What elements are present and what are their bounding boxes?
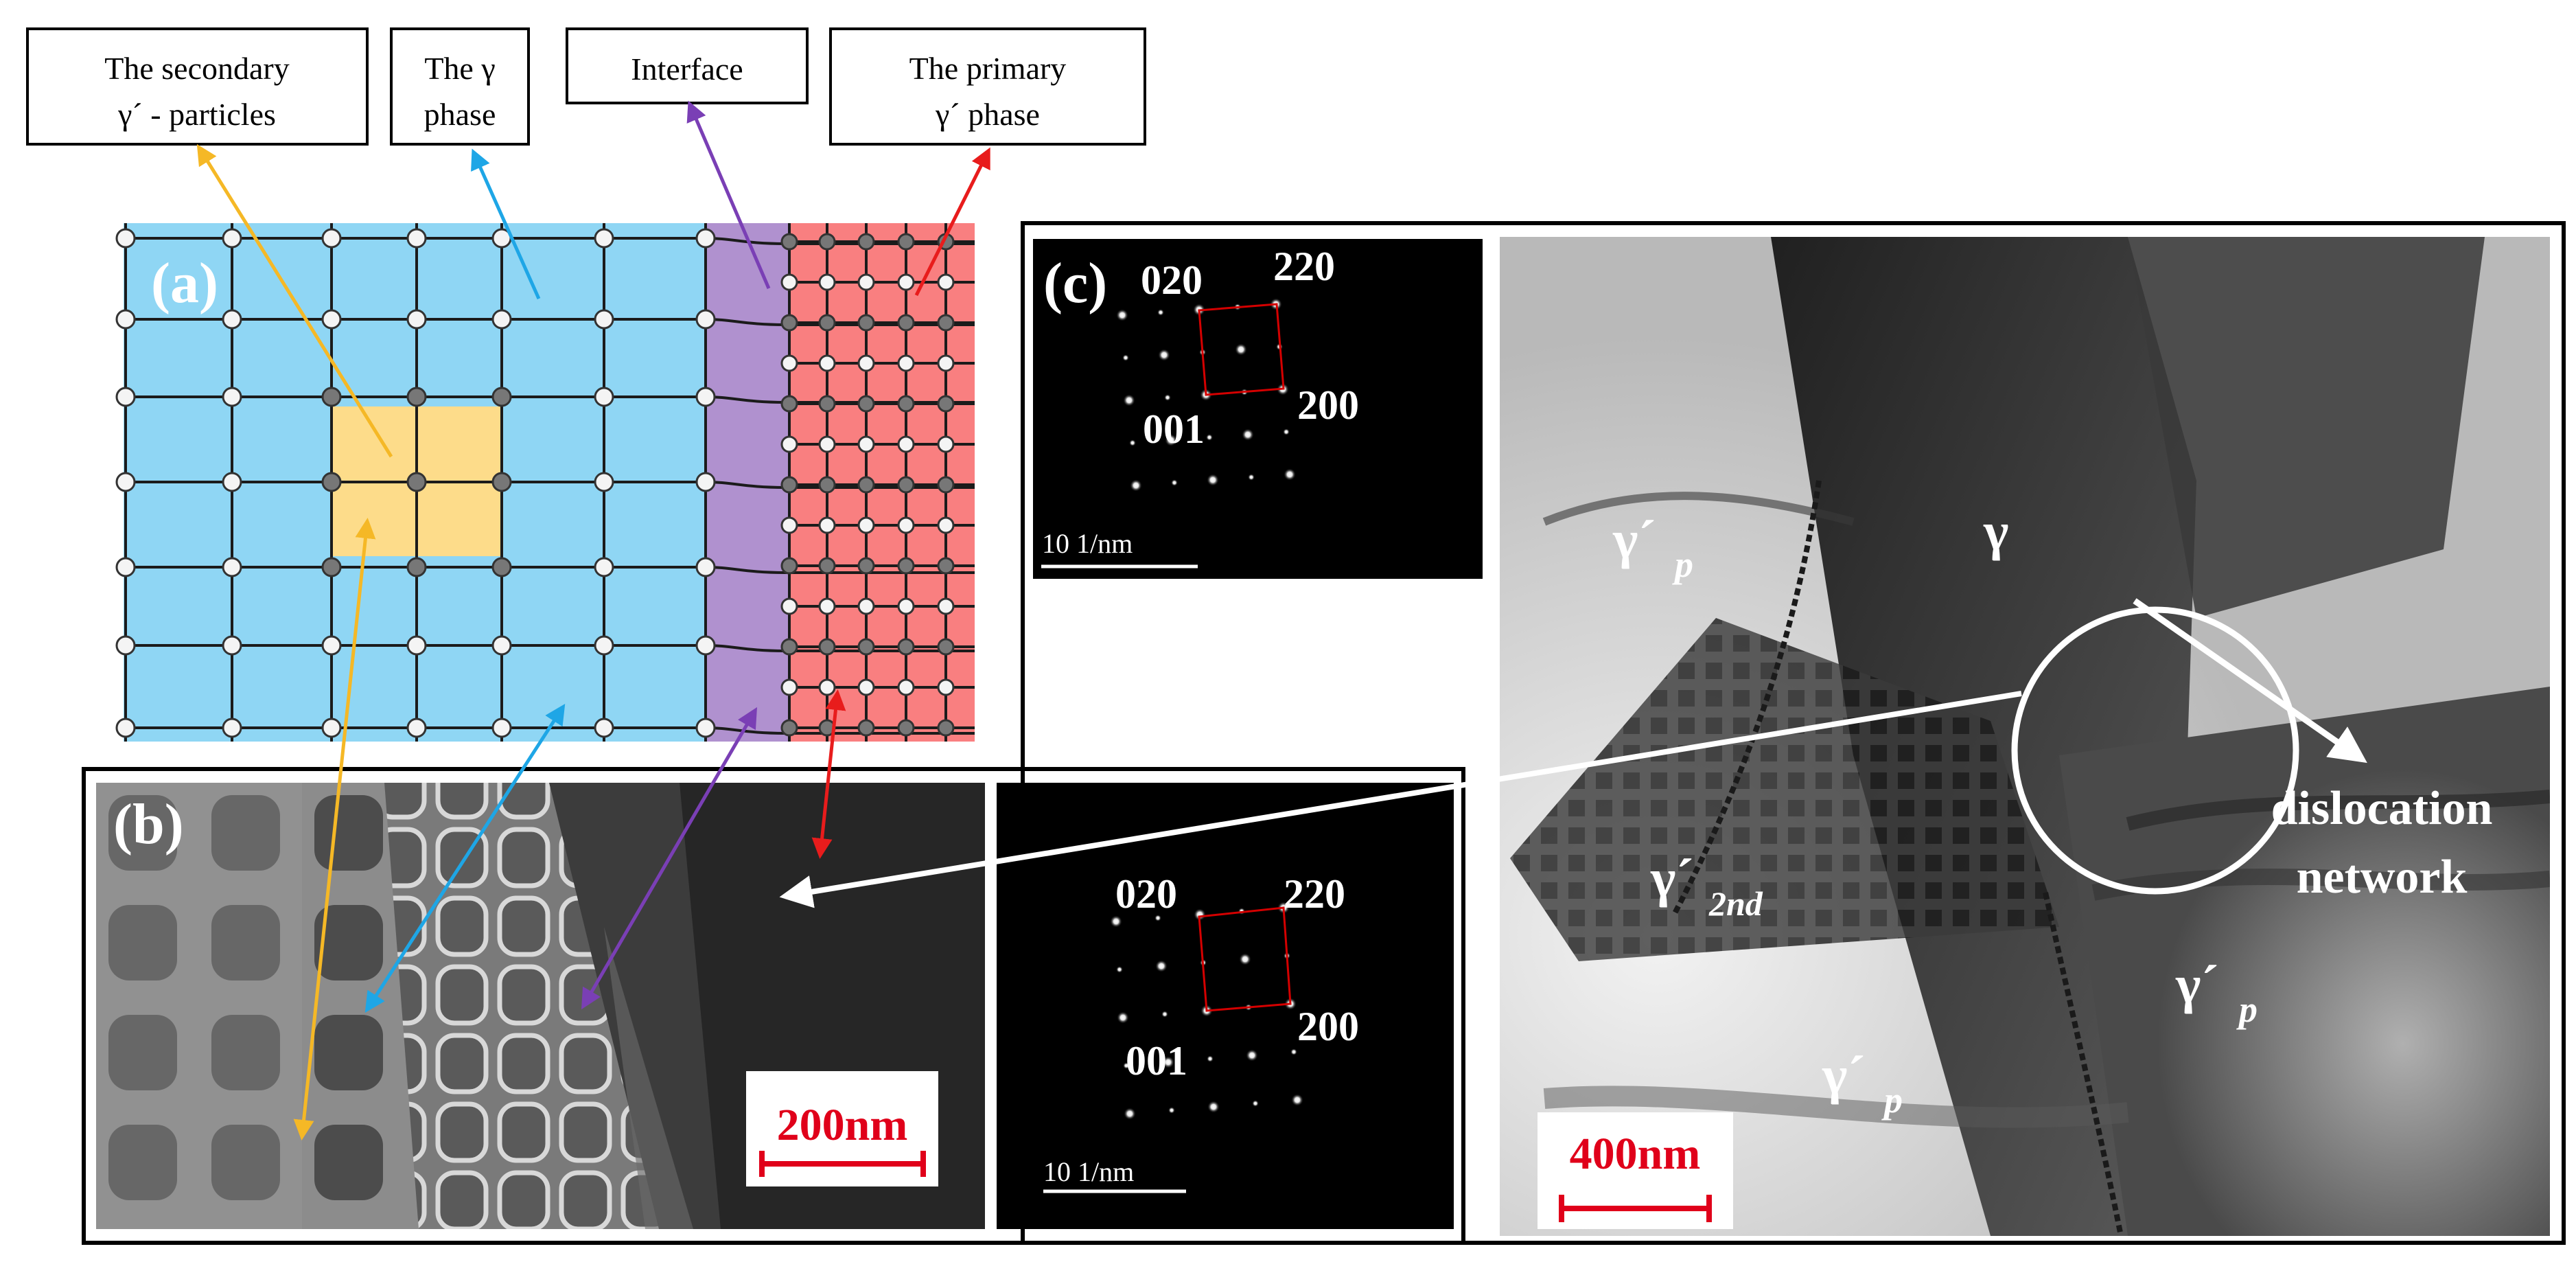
svg-text:phase: phase (424, 97, 496, 132)
arrows-interface (581, 100, 771, 1010)
panel-c: 020 220 001 200 10 1/nm (c) γ γ´ p γ´ (1021, 221, 2566, 1245)
tem-gp-right: γ´ p (2175, 954, 2258, 1030)
svg-text:p: p (1672, 544, 1693, 585)
saed-c-001: 001 (1143, 406, 1205, 452)
tem-gp-2nd: γ´ 2nd (1650, 848, 1763, 923)
label-primary-phase: The primary γ´ phase (829, 27, 1146, 146)
svg-text:The secondary: The secondary (104, 51, 290, 86)
tem-gp-bottom: γ´ p (1822, 1045, 1903, 1121)
tem-gamma-label: γ (1983, 501, 2009, 561)
magnified-circle (2011, 606, 2299, 895)
svg-text:γ´: γ´ (1650, 848, 1693, 908)
tem-image (1500, 237, 2550, 1236)
panel-a-schematic (115, 223, 975, 742)
svg-text:p: p (1881, 1079, 1903, 1121)
tem-dislocation-label: dislocation network (2271, 782, 2493, 904)
saed-b-200: 200 (1297, 1004, 1359, 1049)
saed-b-220: 220 (1284, 871, 1345, 917)
panel-b: 020 220 001 200 10 1/nm 200nm (82, 767, 1465, 1245)
svg-text:Interface: Interface (631, 51, 743, 87)
svg-text:The γ: The γ (424, 51, 495, 86)
saed-b-001: 001 (1126, 1038, 1187, 1083)
svg-text:p: p (2236, 989, 2258, 1030)
svg-text:γ´ - particles: γ´ - particles (117, 97, 276, 132)
saed-c (1033, 239, 1483, 579)
saed-b-020: 020 (1115, 871, 1177, 917)
panel-a-label: (a) (151, 251, 218, 315)
svg-text:γ´: γ´ (2175, 954, 2218, 1014)
saed-c-200: 200 (1297, 382, 1359, 428)
scalebar-b-box (746, 1071, 938, 1186)
label-interface: Interface (566, 27, 809, 104)
saed-c-scale: 10 1/nm (1042, 528, 1133, 559)
link-arrow-c-to-b (779, 691, 2022, 908)
svg-text:network: network (2297, 851, 2468, 904)
panel-c-label: (c) (1043, 251, 1107, 315)
panel-b-label: (b) (113, 792, 184, 856)
svg-text:2nd: 2nd (1708, 884, 1763, 923)
arrows-secondary (196, 144, 393, 1140)
tem-gp-upper-left: γ´ p (1612, 509, 1693, 585)
saed-c-220: 220 (1273, 244, 1335, 289)
svg-text:γ´ phase: γ´ phase (935, 97, 1040, 132)
svg-text:γ´: γ´ (1612, 509, 1656, 569)
saed-b-scale: 10 1/nm (1043, 1156, 1134, 1187)
saed-c-020: 020 (1141, 257, 1203, 303)
saed-b (997, 783, 1454, 1229)
arrows-gamma (364, 148, 566, 1013)
svg-text:The primary: The primary (909, 51, 1067, 86)
label-gamma-phase: The γ phase (390, 27, 530, 146)
arrows-primary (811, 147, 990, 859)
label-secondary-particles: The secondary γ´ - particles (26, 27, 369, 146)
svg-text:γ´: γ´ (1822, 1045, 1865, 1105)
scalebar-b-label: 200nm (777, 1100, 908, 1150)
svg-text:dislocation: dislocation (2271, 782, 2493, 835)
scalebar-c-label: 400nm (1570, 1129, 1701, 1179)
